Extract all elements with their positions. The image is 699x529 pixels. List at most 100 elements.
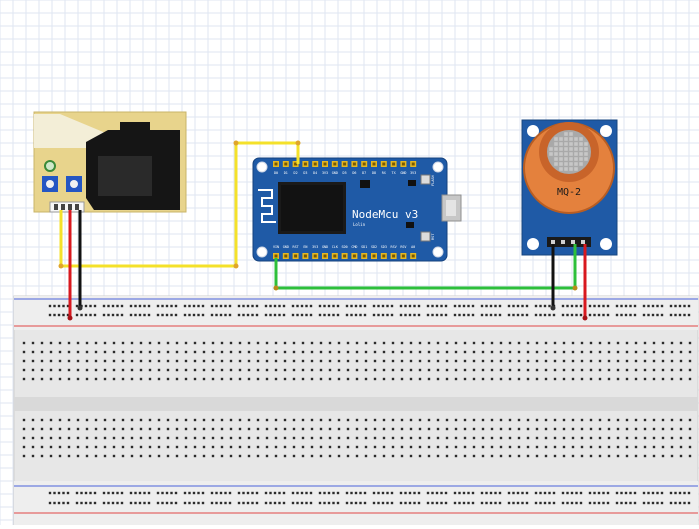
breadboard-hole bbox=[391, 427, 395, 431]
breadboard-hole bbox=[192, 313, 196, 317]
breadboard-hole bbox=[193, 341, 197, 345]
nodemcu-pin-hole bbox=[303, 162, 307, 166]
breadboard-hole bbox=[571, 377, 575, 381]
breadboard-hole bbox=[548, 313, 551, 317]
breadboard-hole bbox=[265, 445, 269, 449]
nodemcu-pin-hole bbox=[411, 162, 415, 166]
breadboard-hole bbox=[265, 368, 269, 372]
pin-label: TX bbox=[392, 171, 397, 175]
breadboard-hole bbox=[377, 313, 380, 317]
breadboard-hole bbox=[409, 418, 413, 422]
breadboard-hole bbox=[76, 436, 80, 440]
breadboard-hole bbox=[58, 350, 62, 354]
breadboard-hole bbox=[157, 368, 161, 372]
mesh-cell bbox=[579, 162, 583, 166]
breadboard-hole bbox=[282, 313, 286, 317]
nodemcu-pin-hole bbox=[333, 254, 337, 258]
breadboard-hole bbox=[373, 445, 377, 449]
breadboard-hole bbox=[62, 313, 65, 317]
breadboard-hole bbox=[679, 341, 683, 345]
breadboard-hole bbox=[683, 313, 686, 317]
breadboard-hole bbox=[116, 491, 119, 495]
breadboard-hole bbox=[112, 377, 116, 381]
mesh-cell bbox=[554, 152, 558, 156]
breadboard-hole bbox=[355, 359, 359, 363]
breadboard-hole bbox=[310, 350, 314, 354]
breadboard-hole bbox=[602, 304, 605, 308]
breadboard-hole bbox=[598, 427, 602, 431]
breadboard-hole bbox=[444, 304, 448, 308]
breadboard-hole bbox=[323, 491, 326, 495]
breadboard-hole bbox=[31, 454, 35, 458]
breadboard-hole bbox=[337, 368, 341, 372]
breadboard-hole bbox=[103, 341, 107, 345]
breadboard-hole bbox=[345, 501, 349, 505]
breadboard-hole bbox=[508, 436, 512, 440]
breadboard-hole bbox=[436, 359, 440, 363]
breadboard-hole bbox=[526, 418, 530, 422]
flash-button[interactable] bbox=[420, 174, 431, 185]
breadboard-hole bbox=[143, 491, 146, 495]
breadboard-hole bbox=[256, 427, 260, 431]
breadboard-hole bbox=[62, 491, 65, 495]
nodemcu-pin-hole bbox=[362, 254, 366, 258]
breadboard-hole bbox=[246, 304, 250, 308]
breadboard-hole bbox=[300, 501, 304, 505]
breadboard-hole bbox=[85, 350, 89, 354]
rst-button[interactable] bbox=[420, 231, 431, 242]
breadboard-hole bbox=[345, 304, 349, 308]
breadboard-hole bbox=[278, 491, 281, 495]
breadboard-hole bbox=[75, 304, 79, 308]
breadboard-hole bbox=[687, 491, 691, 495]
breadboard-hole bbox=[634, 377, 638, 381]
breadboard-hole bbox=[521, 491, 524, 495]
breadboard-hole bbox=[138, 313, 142, 317]
breadboard-hole bbox=[427, 418, 431, 422]
breadboard-hole bbox=[112, 418, 116, 422]
breadboard-hole bbox=[616, 418, 620, 422]
breadboard-hole bbox=[607, 341, 611, 345]
breadboard-hole bbox=[525, 304, 529, 308]
nodemcu-pin-hole bbox=[284, 162, 288, 166]
pin-label: D5 bbox=[343, 171, 347, 175]
breadboard-hole bbox=[463, 445, 467, 449]
breadboard-hole bbox=[354, 304, 358, 308]
breadboard-hole bbox=[399, 491, 403, 495]
breadboard-hole bbox=[332, 304, 335, 308]
breadboard-hole bbox=[85, 445, 89, 449]
breadboard-hole bbox=[373, 377, 377, 381]
breadboard-hole bbox=[625, 359, 629, 363]
breadboard-hole bbox=[467, 491, 470, 495]
breadboard-hole bbox=[426, 491, 430, 495]
breadboard-hole bbox=[670, 454, 674, 458]
breadboard-hole bbox=[346, 436, 350, 440]
breadboard-hole bbox=[94, 377, 98, 381]
breadboard-hole bbox=[85, 454, 89, 458]
breadboard-hole bbox=[57, 304, 61, 308]
breadboard-hole bbox=[390, 491, 394, 495]
pin-label: SD3 bbox=[381, 245, 387, 249]
breadboard-hole bbox=[598, 359, 602, 363]
breadboard-hole bbox=[224, 304, 227, 308]
breadboard-hole bbox=[242, 304, 245, 308]
breadboard-hole bbox=[508, 418, 512, 422]
breadboard-hole bbox=[499, 418, 503, 422]
breadboard-hole bbox=[327, 304, 331, 308]
breadboard-hole bbox=[553, 427, 557, 431]
breadboard-hole bbox=[418, 445, 422, 449]
breadboard-hole bbox=[129, 313, 133, 317]
breadboard-hole bbox=[139, 368, 143, 372]
breadboard-hole bbox=[409, 377, 413, 381]
breadboard-hole bbox=[256, 445, 260, 449]
breadboard-hole bbox=[22, 454, 26, 458]
breadboard-hole bbox=[166, 427, 170, 431]
wire-black-dust-end bbox=[77, 305, 83, 311]
breadboard-hole bbox=[418, 359, 422, 363]
breadboard-hole bbox=[174, 491, 178, 495]
breadboard-hole bbox=[31, 368, 35, 372]
breadboard-hole bbox=[130, 377, 134, 381]
breadboard-hole bbox=[219, 491, 223, 495]
breadboard-hole bbox=[184, 377, 188, 381]
breadboard-hole bbox=[58, 454, 62, 458]
breadboard-hole bbox=[89, 491, 92, 495]
